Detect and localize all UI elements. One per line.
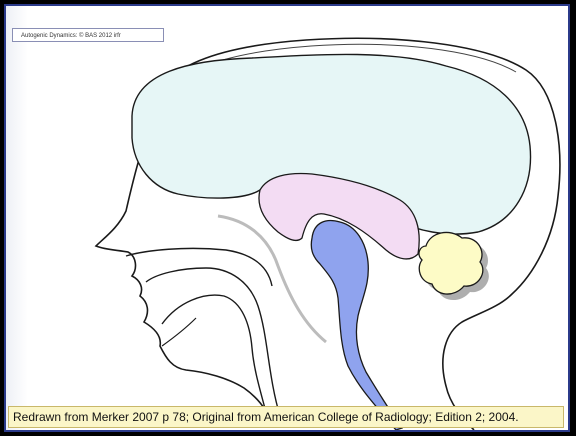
pharynx-line [218,216,326,342]
figure-caption: Redrawn from Merker 2007 p 78; Original … [8,406,564,428]
tongue [162,295,268,420]
slide-frame: Autogenic Dynamics: © BAS 2012 irfr Redr… [4,4,570,432]
cerebellum-region [419,232,483,294]
head-sagittal-diagram [6,6,570,432]
copyright-tag: Autogenic Dynamics: © BAS 2012 irfr [12,28,164,42]
throat-line [162,318,196,346]
oral-cavity [146,268,280,416]
